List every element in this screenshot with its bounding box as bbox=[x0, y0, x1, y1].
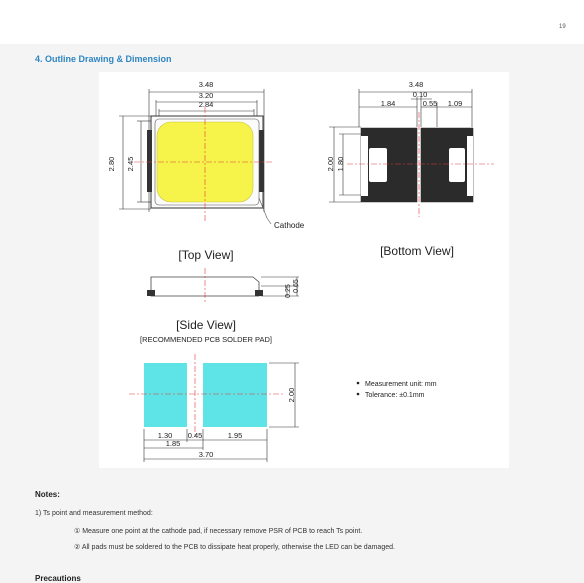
notes-title: Notes: bbox=[35, 490, 60, 499]
solder-pad-drawing bbox=[143, 362, 299, 462]
next-section-heading: Precautions bbox=[35, 574, 81, 583]
dim-pad-height-2-00: 2.00 bbox=[287, 388, 296, 403]
dim-bottom-width-3-48: 3.48 bbox=[409, 80, 424, 89]
dim-side-0-25: 0.25 bbox=[285, 284, 292, 298]
dim-top-width-3-48: 3.48 bbox=[199, 80, 214, 89]
outline-drawing: 3.48 3.20 2.84 2.80 2.45 Cathode [Top Vi… bbox=[99, 72, 509, 468]
dim-pad-1-85: 1.85 bbox=[166, 439, 181, 448]
dim-top-width-3-20: 3.20 bbox=[199, 91, 214, 100]
dim-top-height-2-80: 2.80 bbox=[107, 157, 116, 172]
cathode-label: Cathode bbox=[274, 221, 305, 230]
dim-bottom-0-55: 0.55 bbox=[423, 99, 438, 108]
dim-side-0-65: 0.65 bbox=[293, 279, 300, 293]
dim-bottom-1-09: 1.09 bbox=[448, 99, 463, 108]
dim-top-height-2-45: 2.45 bbox=[126, 157, 135, 172]
note-sub-1: ① Measure one point at the cathode pad, … bbox=[74, 528, 363, 535]
dim-bottom-height-1-80: 1.80 bbox=[336, 157, 345, 172]
bottom-view-caption: [Bottom View] bbox=[380, 244, 454, 258]
dim-top-width-2-84: 2.84 bbox=[199, 100, 214, 109]
page-number: 19 bbox=[559, 24, 566, 30]
solder-pad-caption: [RECOMMENDED PCB SOLDER PAD] bbox=[140, 335, 272, 344]
note-item-1: 1) Ts point and measurement method: bbox=[35, 510, 153, 517]
dim-bottom-height-2-00: 2.00 bbox=[326, 157, 335, 172]
dim-bottom-gap-0-10: 0.10 bbox=[413, 90, 428, 99]
dim-pad-3-70: 3.70 bbox=[199, 450, 214, 459]
side-view-drawing bbox=[147, 276, 299, 297]
top-view-caption: [Top View] bbox=[178, 248, 233, 262]
bottom-view-drawing bbox=[329, 89, 474, 203]
dim-bottom-1-84: 1.84 bbox=[381, 99, 396, 108]
dim-pad-0-45: 0.45 bbox=[188, 431, 203, 440]
legend-unit: Measurement unit: mm bbox=[365, 381, 437, 388]
legend-tolerance: Tolerance: ±0.1mm bbox=[365, 392, 425, 399]
section-title: 4. Outline Drawing & Dimension bbox=[35, 54, 172, 64]
dim-pad-1-95: 1.95 bbox=[228, 431, 243, 440]
dim-pad-1-30: 1.30 bbox=[158, 431, 173, 440]
note-sub-2: ② All pads must be soldered to the PCB t… bbox=[74, 544, 395, 551]
notes-block: Notes: bbox=[35, 490, 60, 499]
side-view-caption: [Side View] bbox=[176, 318, 236, 332]
